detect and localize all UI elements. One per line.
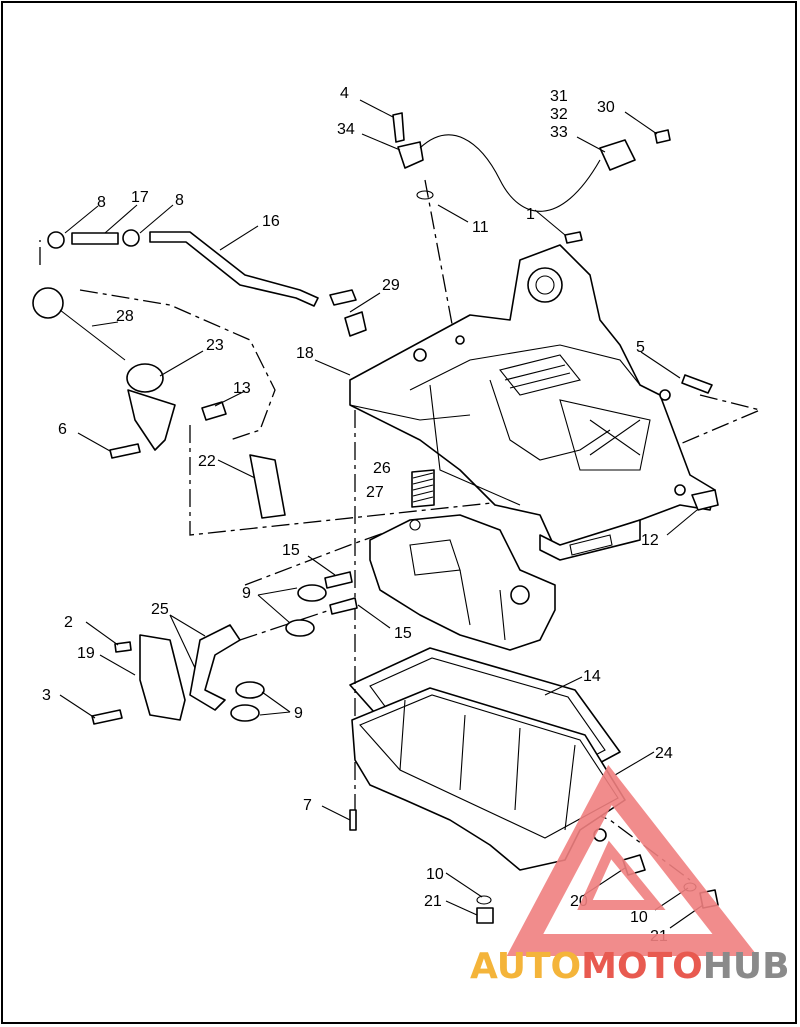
callout-21-left: 21 (424, 893, 442, 910)
callout-8-left: 8 (97, 194, 106, 211)
callout-17: 17 (131, 189, 149, 206)
watermark-auto: AUTO (470, 946, 581, 987)
oil-tank-body (349, 244, 716, 561)
callout-28: 28 (116, 308, 134, 325)
callout-5: 5 (636, 339, 645, 356)
callout-8-right: 8 (175, 192, 184, 209)
callout-4: 4 (340, 85, 349, 102)
callout-9-lower: 9 (294, 705, 303, 722)
watermark-hub: HUB (703, 946, 790, 987)
filter-housing (369, 514, 556, 651)
callout-30: 30 (597, 99, 615, 116)
callout-25: 25 (151, 601, 169, 618)
callout-1: 1 (526, 206, 535, 223)
watermark-triangle (506, 764, 758, 956)
callout-31: 31 (550, 88, 568, 105)
watermark-text: AUTOMOTOHUB (470, 946, 790, 987)
callout-10-right: 10 (630, 909, 648, 926)
callout-15-upper: 15 (282, 542, 300, 559)
callout-24: 24 (655, 745, 673, 762)
spring (411, 469, 435, 508)
callout-12: 12 (641, 532, 659, 549)
callout-22: 22 (198, 453, 216, 470)
watermark-inner-triangle (577, 840, 666, 910)
callout-33: 33 (550, 124, 568, 141)
callout-3: 3 (42, 687, 51, 704)
callout-16: 16 (262, 213, 280, 230)
callout-7: 7 (303, 797, 312, 814)
callout-10-left: 10 (426, 866, 444, 883)
callout-6: 6 (58, 421, 67, 438)
callout-2: 2 (64, 614, 73, 631)
callout-15-lower: 15 (394, 625, 412, 642)
callout-11: 11 (472, 219, 489, 236)
watermark-moto: MOTO (581, 946, 703, 987)
callout-27: 27 (366, 484, 384, 501)
callout-23: 23 (206, 337, 224, 354)
watermark-logo: AUTOMOTOHUB (470, 764, 790, 987)
callout-34: 34 (337, 121, 355, 138)
callout-18: 18 (296, 345, 314, 362)
callout-32: 32 (550, 106, 568, 123)
callout-13: 13 (233, 380, 251, 397)
callout-19: 19 (77, 645, 95, 662)
callout-9-upper: 9 (242, 585, 251, 602)
callout-29: 29 (382, 277, 400, 294)
callout-14: 14 (583, 668, 601, 685)
callout-26: 26 (373, 460, 391, 477)
